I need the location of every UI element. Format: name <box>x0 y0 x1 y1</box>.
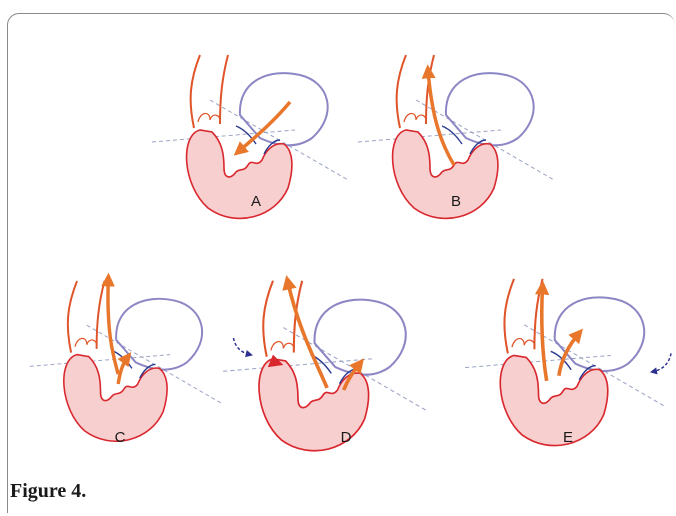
panel-label-b: B <box>451 193 461 210</box>
panel-d <box>223 281 427 451</box>
panel-label-d: D <box>341 429 352 446</box>
panel-label-a: A <box>251 193 261 210</box>
flow-arrow <box>118 357 128 384</box>
flow-arrow <box>542 286 547 381</box>
panel-e <box>465 279 671 446</box>
figure-caption: Figure 4. <box>10 480 86 503</box>
panel-c <box>30 278 222 441</box>
panel-label-e: E <box>563 429 573 446</box>
panel-label-c: C <box>115 429 126 446</box>
flow-arrow <box>428 70 454 165</box>
rotation-arrow-icon <box>233 338 250 355</box>
rotation-arrow-icon <box>653 353 671 371</box>
